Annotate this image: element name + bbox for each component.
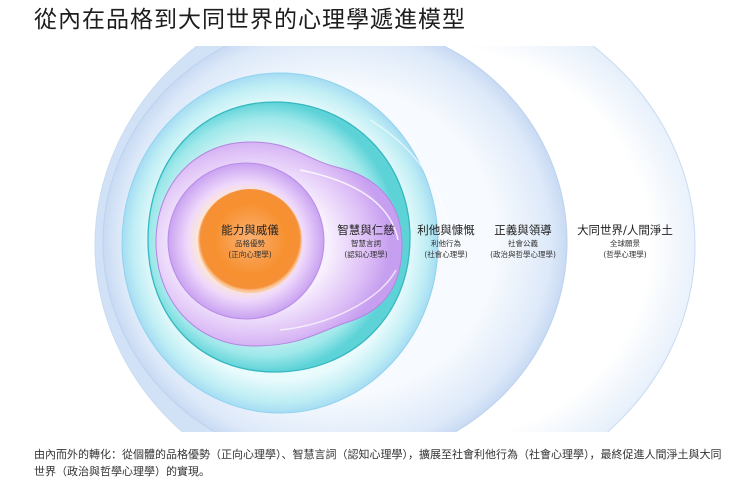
layer-title: 能力與威儀 — [221, 223, 279, 237]
layer-title: 利他與慷慨 — [417, 223, 475, 237]
layer-discipline: (社會心理學) — [424, 250, 468, 259]
layer-label-core: 能力與威儀 品格優勢 (正向心理學) — [221, 223, 279, 260]
layer-label-justice: 正義與領導 社會公義 (政治與哲學心理學) — [490, 223, 556, 260]
figure-caption: 由內而外的轉化：從個體的品格優勢（正向心理學）、智慧言詞（認知心理學），擴展至社… — [34, 448, 722, 478]
layer-label-altruism: 利他與慷慨 利他行為 (社會心理學) — [417, 223, 475, 260]
layer-label-wisdom: 智慧與仁慈 智慧言詞 (認知心理學) — [337, 223, 395, 260]
layer-discipline: (正向心理學) — [228, 250, 272, 259]
layer-discipline: (政治與哲學心理學) — [490, 250, 556, 259]
layer-discipline: (哲學心理學) — [603, 250, 647, 259]
layer-title: 大同世界/人間淨土 — [577, 223, 673, 237]
layer-subtitle: 智慧言詞 — [351, 239, 381, 248]
layer-subtitle: 社會公義 — [507, 239, 538, 248]
diagram-graphic — [94, 46, 696, 432]
layer-title: 智慧與仁慈 — [337, 223, 395, 237]
layer-subtitle: 全球願景 — [610, 239, 640, 248]
page-title: 從內在品格到大同世界的心理學遞進模型 — [34, 7, 466, 33]
layer-label-world: 大同世界/人間淨土 全球願景 (哲學心理學) — [577, 223, 673, 260]
layer-subtitle: 品格優勢 — [235, 239, 265, 248]
layer-discipline: (認知心理學) — [344, 250, 388, 259]
layer-title: 正義與領導 — [494, 223, 552, 237]
layer-subtitle: 利他行為 — [431, 239, 461, 248]
core-circle — [198, 189, 302, 293]
concentric-diagram: 能力與威儀 品格優勢 (正向心理學) 智慧與仁慈 智慧言詞 (認知心理學) 利他… — [0, 46, 740, 432]
